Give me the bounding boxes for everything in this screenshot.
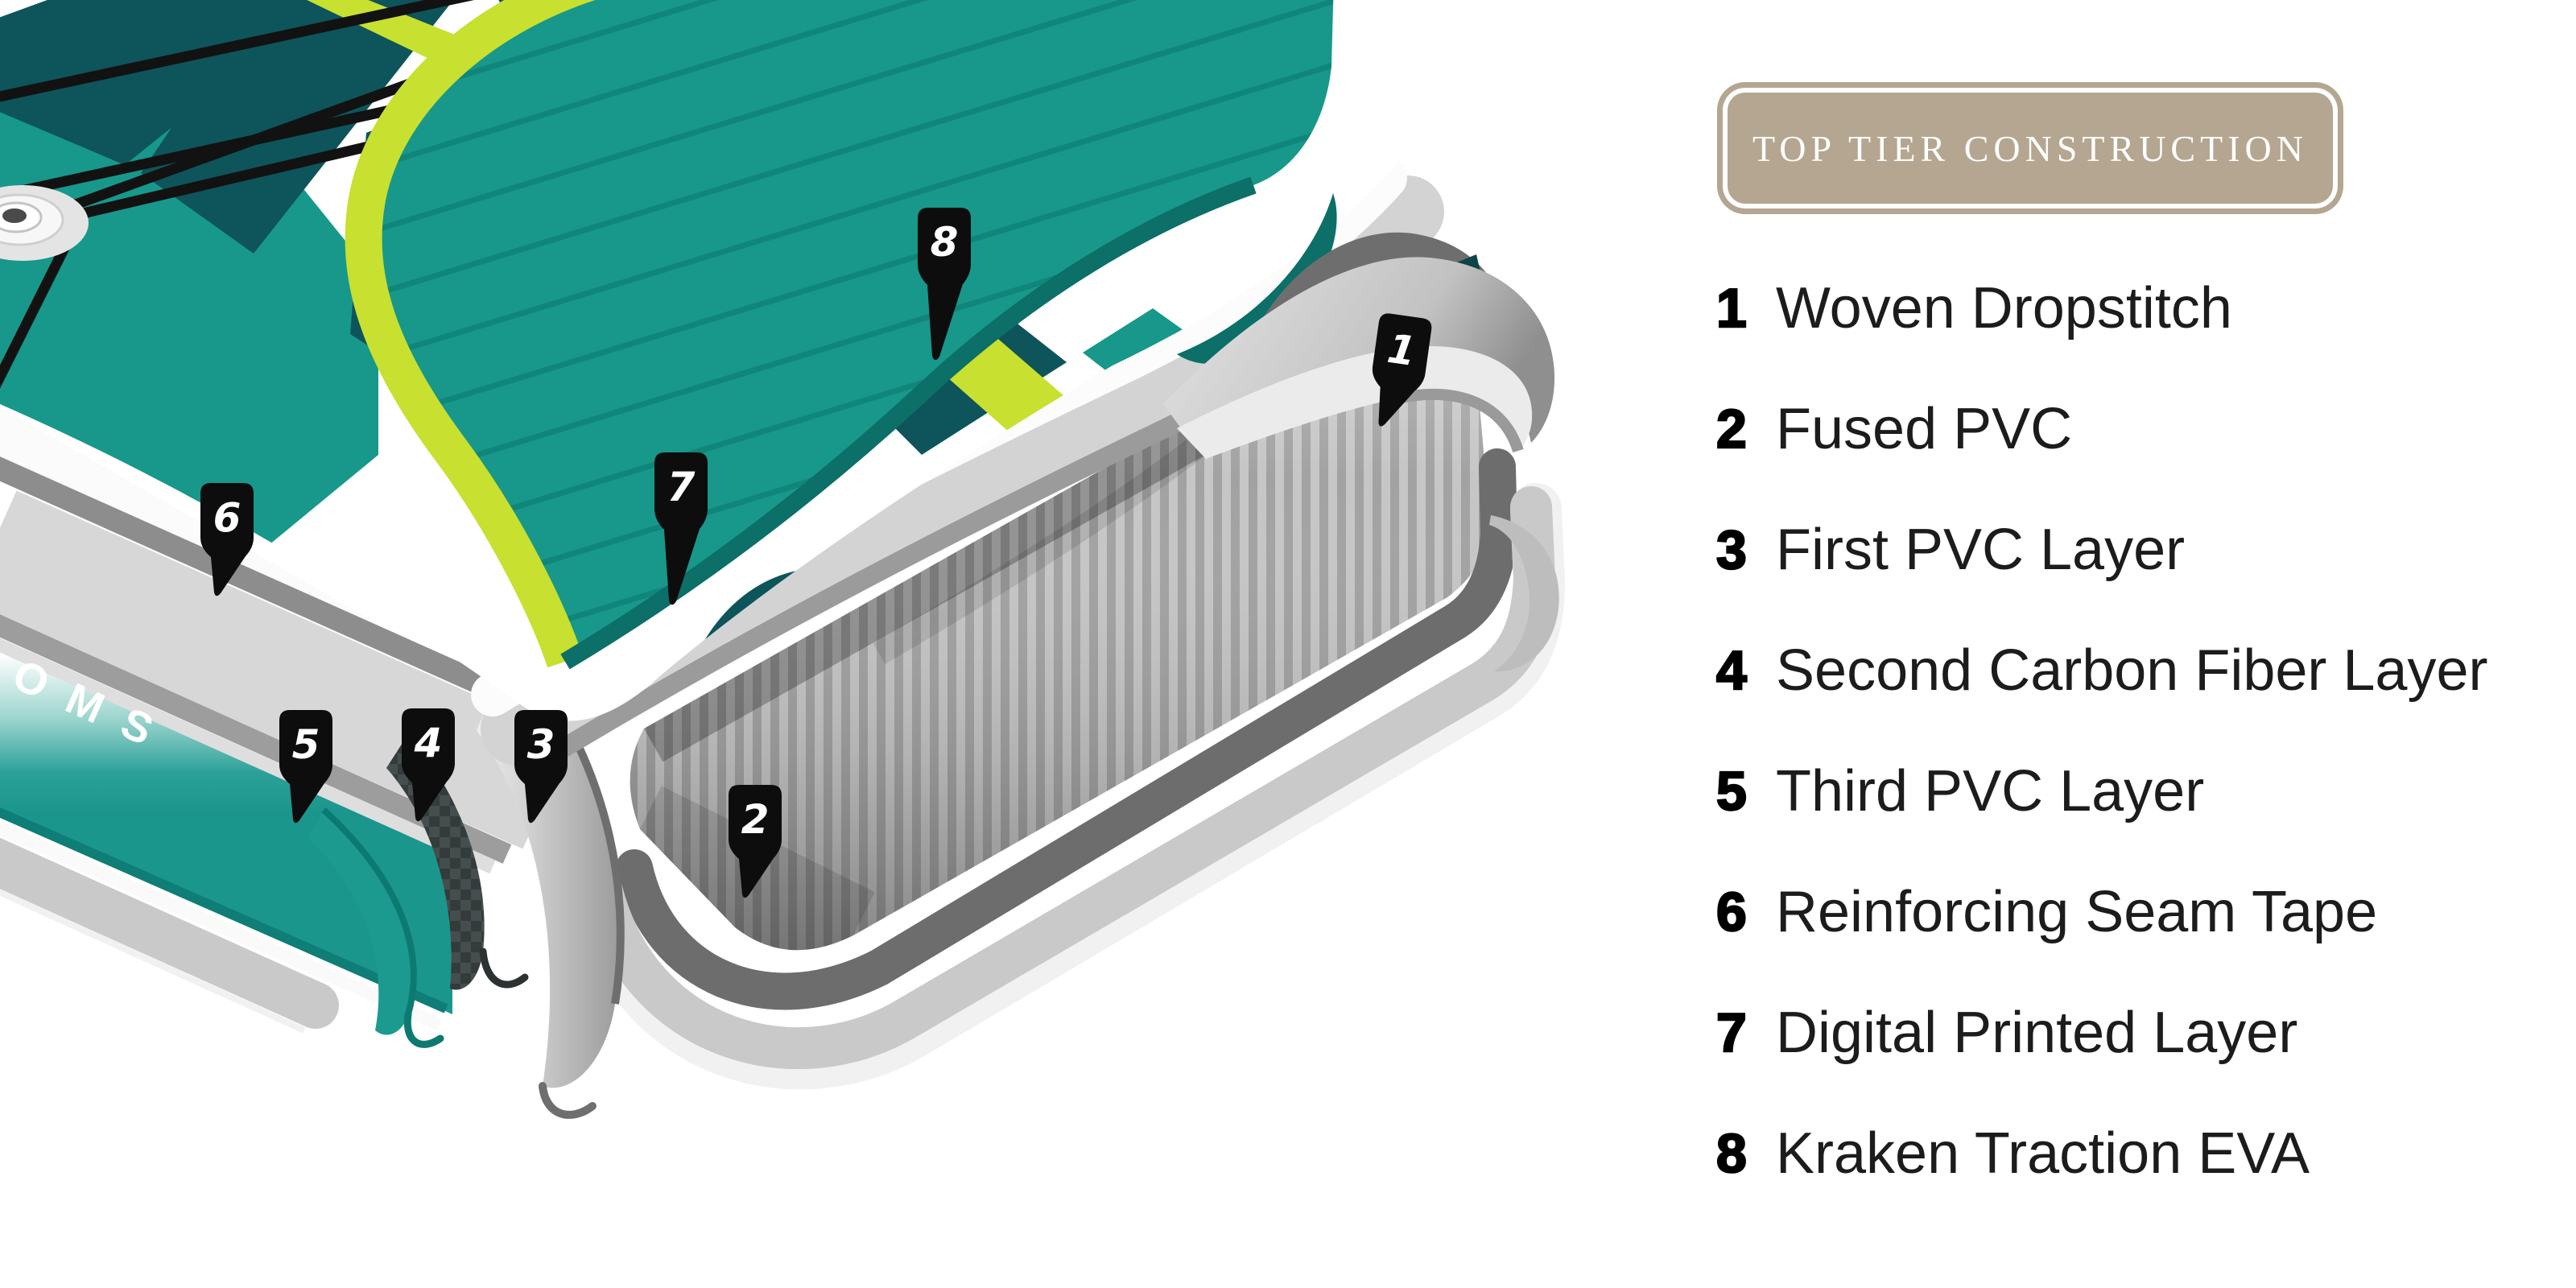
rail-teal-edge (0, 807, 448, 1013)
legend-item-number: 2 (1715, 398, 1748, 461)
peeled-flap (1163, 232, 1555, 459)
legend-item-7: 7 Digital Printed Layer (1715, 972, 2441, 1093)
svg-text:4: 4 (414, 720, 443, 766)
legend-item-label: Kraken Traction EVA (1776, 1121, 2310, 1186)
seam-tape-stripe (0, 456, 528, 713)
legend-item-label: Digital Printed Layer (1776, 1001, 2298, 1065)
legend-item-3: 3 First PVC Layer (1715, 489, 2441, 610)
carbon-fiber-curl (386, 734, 485, 990)
pin-callout-4: 4 (402, 708, 455, 822)
pin-callout-2: 2 (729, 785, 782, 898)
legend-item-number: 7 (1715, 1001, 1748, 1065)
legend-item-6: 6 Reinforcing Seam Tape (1715, 852, 2441, 972)
rail-teal-band (0, 652, 452, 1014)
legend-item-1: 1 Woven Dropstitch (1715, 248, 2441, 369)
legend-item-5: 5 Third PVC Layer (1715, 731, 2441, 852)
right-curl (1489, 515, 1559, 672)
svg-text:3: 3 (527, 721, 555, 768)
legend-item-number: 8 (1715, 1122, 1748, 1186)
rail-white-gap (0, 820, 443, 1031)
hull-bottom-layers (572, 448, 1566, 1090)
pin-callout-6: 6 (200, 483, 254, 597)
svg-text:7: 7 (667, 464, 696, 510)
pin-callout-8: 8 (918, 208, 971, 361)
pad-lime-border (345, 0, 596, 668)
legend-item-2: 2 Fused PVC (1715, 369, 2441, 489)
legend-list: 1 Woven Dropstitch 2 Fused PVC 3 First P… (1715, 248, 2488, 1214)
legend-item-number: 5 (1715, 760, 1748, 824)
legend-item-label: Fused PVC (1776, 397, 2073, 461)
fused-pvc-band (616, 448, 1518, 1010)
legend-item-8: 8 Kraken Traction EVA (1715, 1093, 2441, 1214)
legend-item-label: Third PVC Layer (1776, 759, 2205, 824)
legend-item-4: 4 Second Carbon Fiber Layer (1715, 610, 2488, 731)
legend-item-label: Second Carbon Fiber Layer (1776, 638, 2488, 703)
svg-text:6: 6 (213, 494, 242, 541)
rail-thin-light (0, 638, 496, 874)
legend-item-number: 4 (1715, 639, 1748, 703)
legend-item-label: First PVC Layer (1776, 518, 2186, 582)
legend-item-number: 3 (1715, 518, 1748, 582)
pin-callout-3: 3 (514, 710, 568, 824)
legend-item-label: Reinforcing Seam Tape (1776, 880, 2378, 944)
rail-bottom-lip (0, 838, 339, 1029)
pin-callout-1: 1 (1372, 313, 1432, 427)
svg-text:5: 5 (292, 721, 320, 768)
rail-bottom-lip-edge (0, 889, 306, 1034)
svg-text:8: 8 (931, 219, 959, 266)
flap-lower-band (1177, 345, 1533, 459)
callout-pins: 1 2 3 4 5 6 7 8 (200, 208, 1432, 898)
legend-item-number: 1 (1715, 277, 1748, 341)
svg-text:2: 2 (741, 796, 770, 843)
d-ring-mount-icon (0, 185, 89, 261)
legend-badge: TOP TIER CONSTRUCTION (1728, 93, 2333, 204)
pin-callout-7: 7 (654, 452, 708, 605)
pin-callout-5: 5 (279, 710, 332, 824)
legend-badge-label: TOP TIER CONSTRUCTION (1752, 127, 2308, 169)
svg-text:1: 1 (1385, 325, 1419, 375)
board-illustration: OMS (0, 0, 1566, 1119)
legend-item-label: Woven Dropstitch (1776, 276, 2232, 341)
third-pvc-curl (308, 810, 414, 1035)
legend-panel: TOP TIER CONSTRUCTION 1 Woven Dropstitch… (1715, 81, 2488, 1214)
legend-item-number: 6 (1715, 881, 1748, 944)
